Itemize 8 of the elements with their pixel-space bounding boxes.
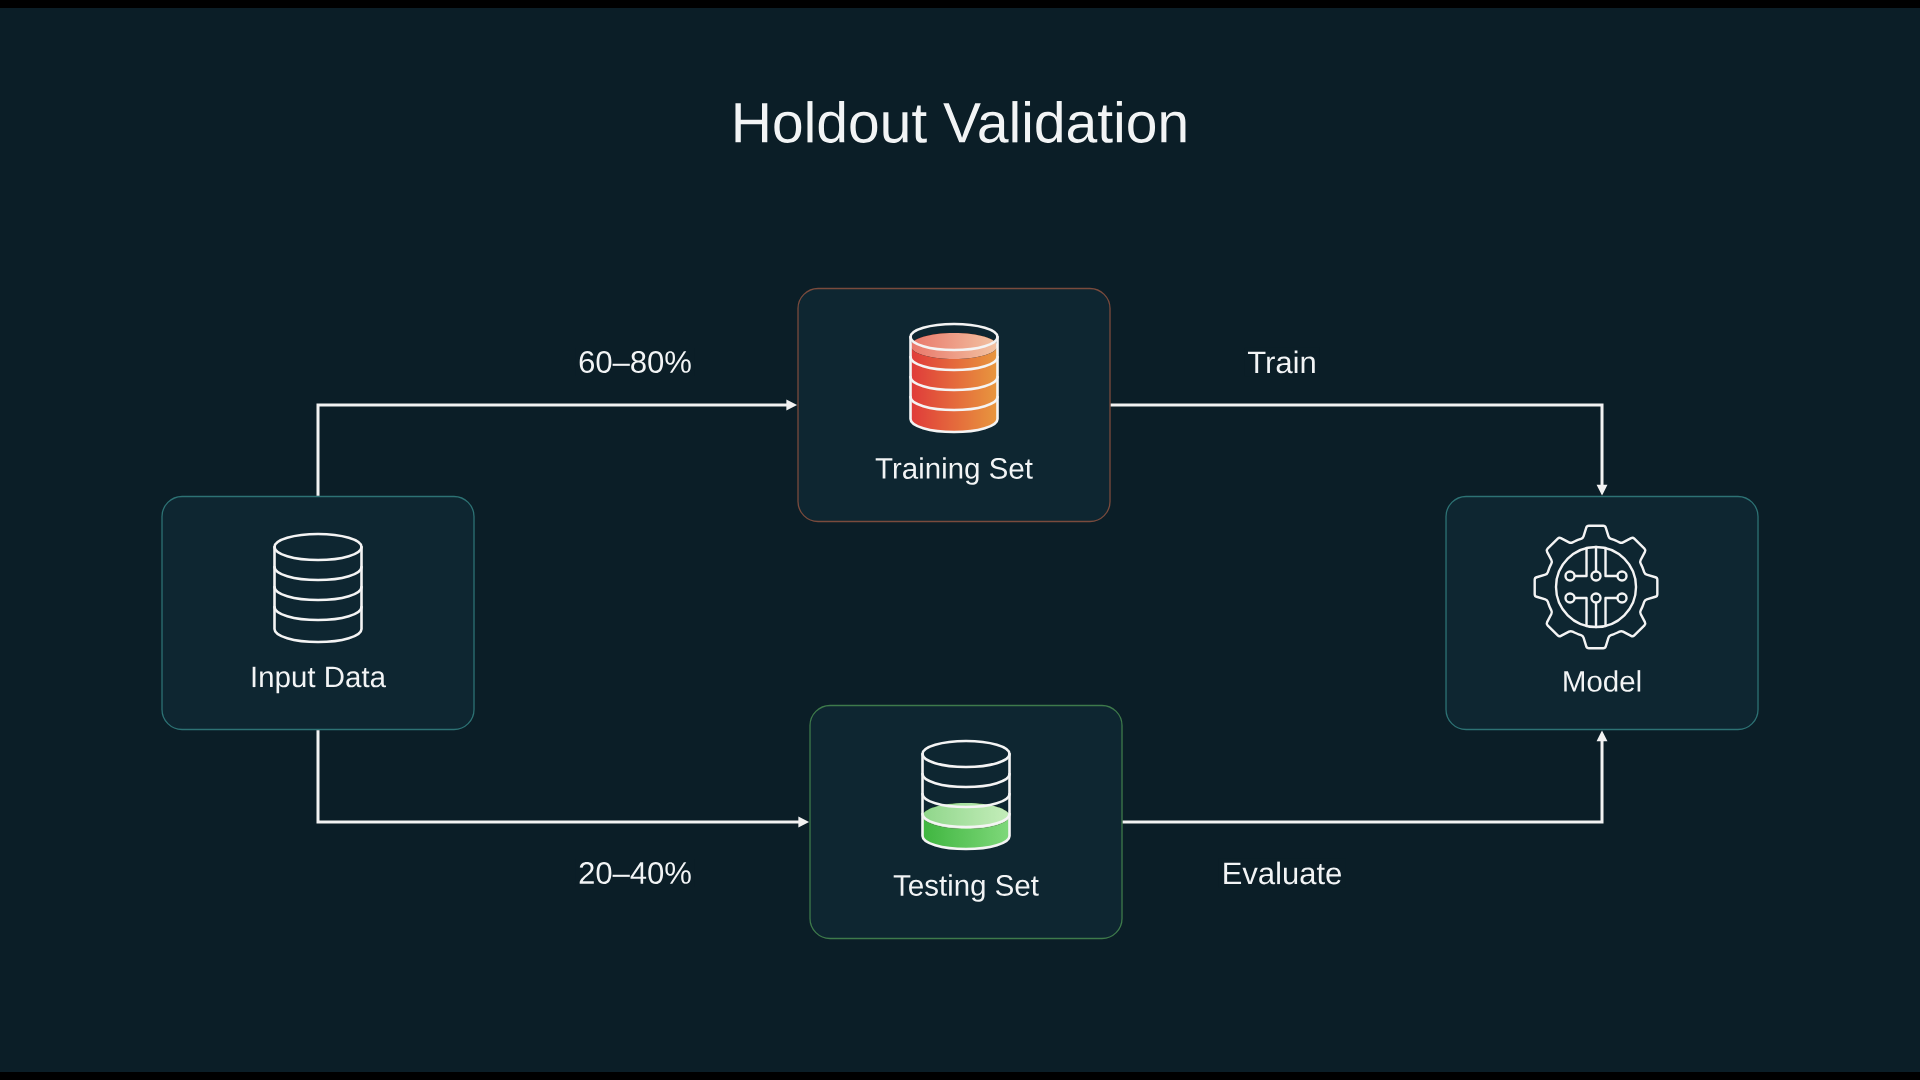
process-box: Model [1445, 495, 1759, 731]
edge-label: 20–40% [575, 859, 695, 887]
process-box: Testing Set [809, 704, 1123, 940]
edge-label: 60–80% [575, 348, 695, 376]
process-box: Input Data [161, 495, 475, 731]
title: Holdout Validation [735, 101, 1186, 143]
edge-label: Evaluate [1218, 858, 1346, 888]
edge-label: Train [1244, 347, 1320, 377]
